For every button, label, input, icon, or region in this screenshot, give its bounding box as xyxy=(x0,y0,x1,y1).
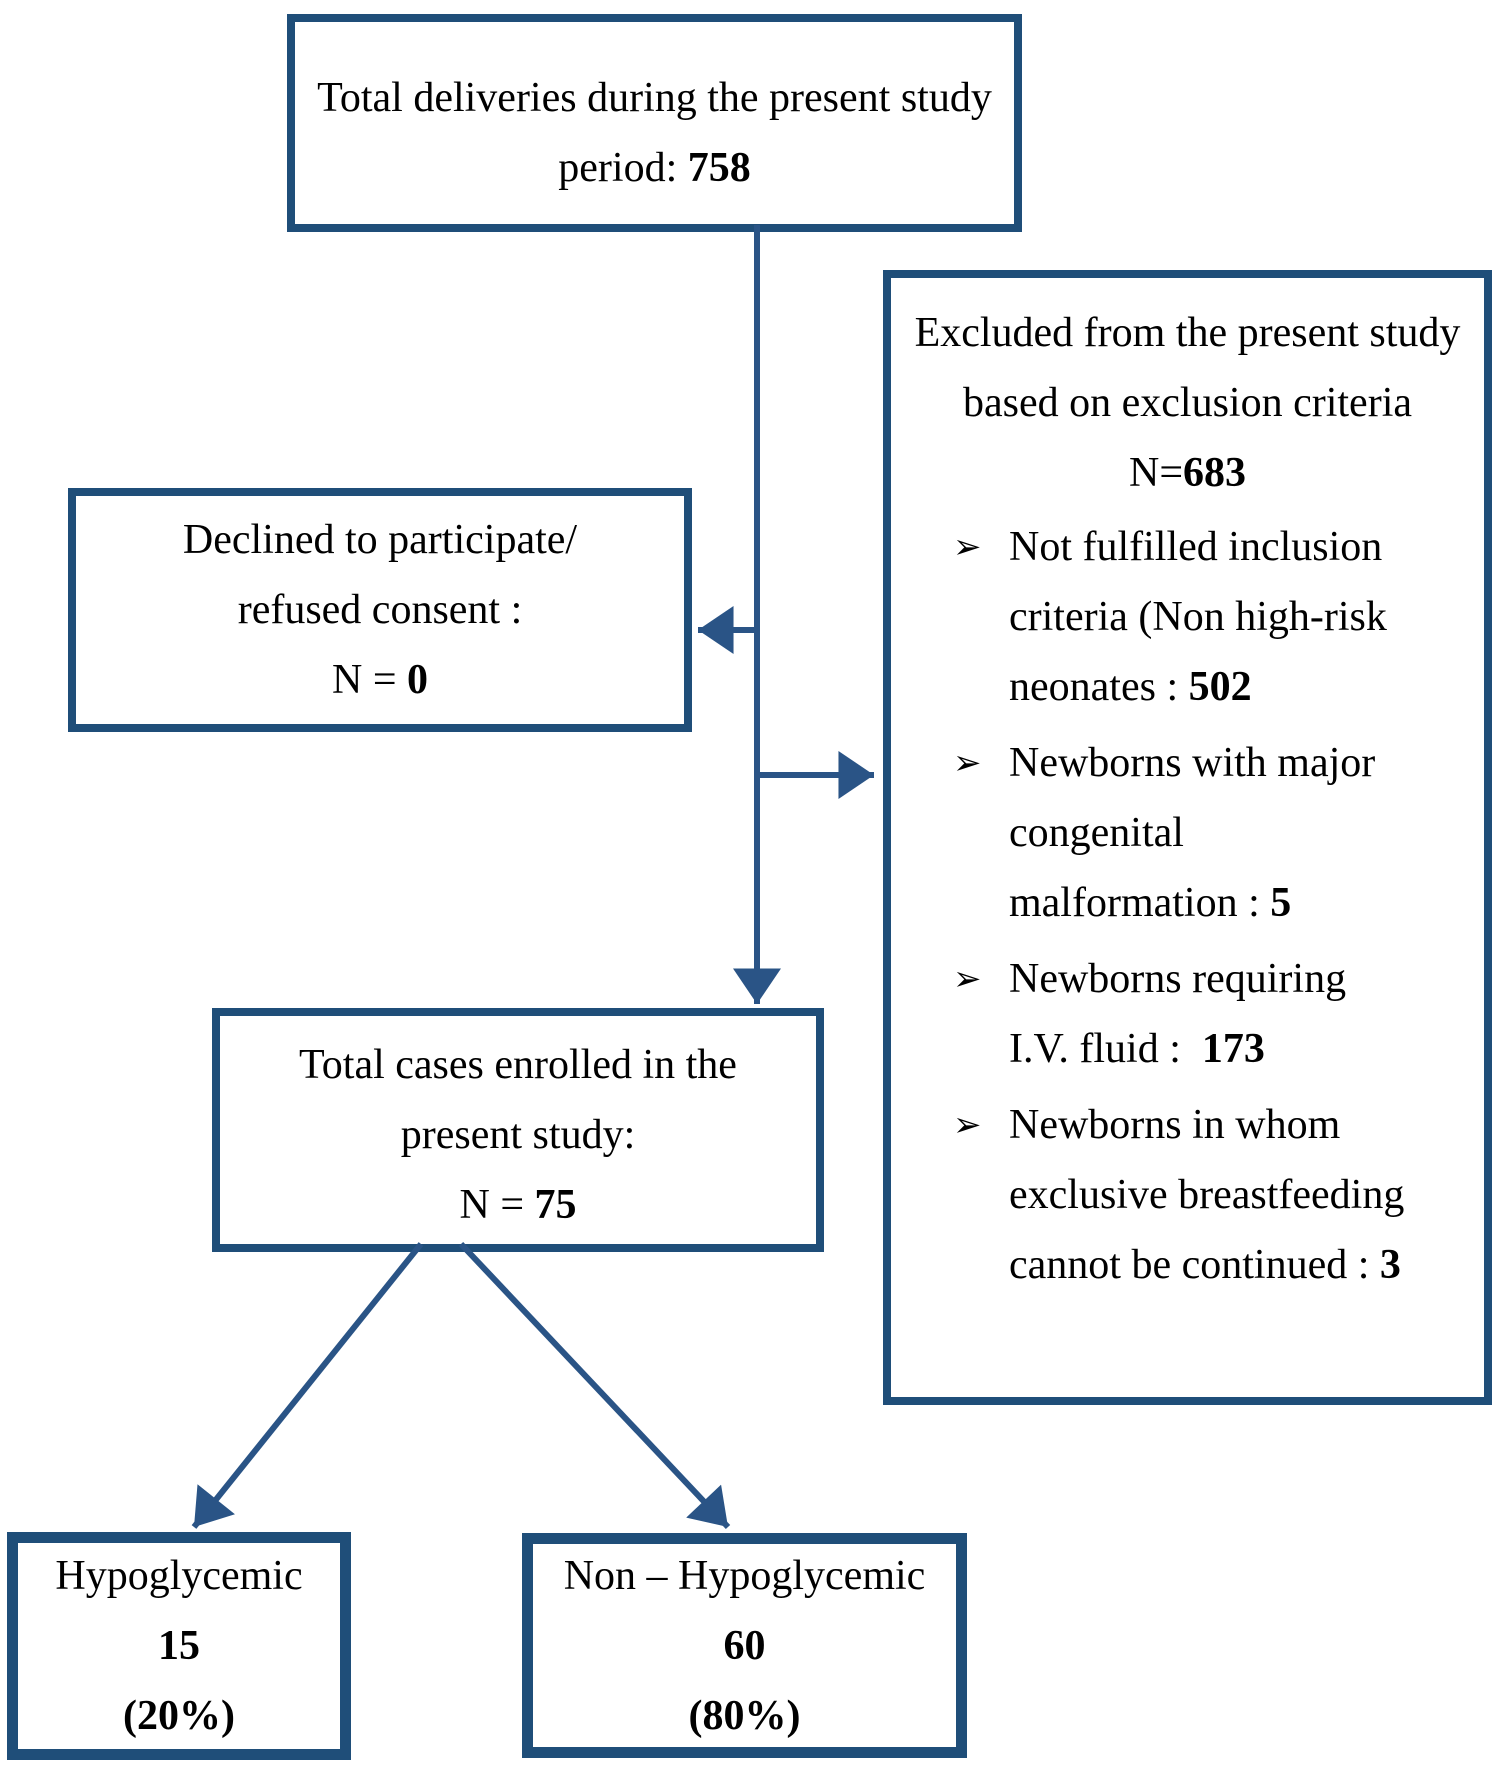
total-deliveries-line2: period: 758 xyxy=(558,145,751,191)
non-hypoglycemic-count: 60 xyxy=(723,1622,766,1669)
non-hypoglycemic-label: Non – Hypoglycemic xyxy=(563,1552,926,1599)
hypoglycemic-label: Hypoglycemic xyxy=(55,1553,303,1599)
excluded-header-line1: Excluded from the present study xyxy=(914,310,1461,356)
arrow-to-hypoglycemic xyxy=(191,1242,424,1529)
enrolled-line1: Total cases enrolled in the xyxy=(299,1042,737,1088)
bullet-arrow-icon: ➢ xyxy=(953,959,982,999)
declined-consent-box: Declined to participate/ refused consent… xyxy=(68,488,692,732)
non-hypoglycemic-box: Non – Hypoglycemic 60 (80%) xyxy=(522,1533,967,1758)
excluded-header-line2: based on exclusion criteria xyxy=(963,380,1412,426)
bullet-arrow-icon: ➢ xyxy=(953,743,982,783)
hypoglycemic-box: Hypoglycemic 15 (20%) xyxy=(7,1532,351,1760)
enrolled-line3: N = 75 xyxy=(459,1182,577,1228)
total-deliveries-box: Total deliveries during the present stud… xyxy=(287,14,1022,232)
enrolled-cases-box: Total cases enrolled in the present stud… xyxy=(212,1008,824,1252)
total-deliveries-line1: Total deliveries during the present stud… xyxy=(317,75,992,121)
enrolled-line2: present study: xyxy=(400,1112,636,1158)
declined-line3: N = 0 xyxy=(331,657,429,703)
non-hypoglycemic-percent: (80%) xyxy=(688,1692,801,1739)
declined-line2: refused consent : xyxy=(237,587,523,633)
arrow-to-non-hypoglycemic xyxy=(458,1241,731,1530)
hypoglycemic-count: 15 xyxy=(158,1623,200,1669)
bullet-arrow-icon: ➢ xyxy=(953,1105,982,1145)
declined-line1: Declined to participate/ xyxy=(182,517,578,563)
hypoglycemic-percent: (20%) xyxy=(123,1693,235,1739)
excluded-box: Excluded from the present study based on… xyxy=(883,270,1492,1405)
excluded-header-line3: N=683 xyxy=(1128,450,1247,496)
bullet-arrow-icon: ➢ xyxy=(953,527,982,567)
